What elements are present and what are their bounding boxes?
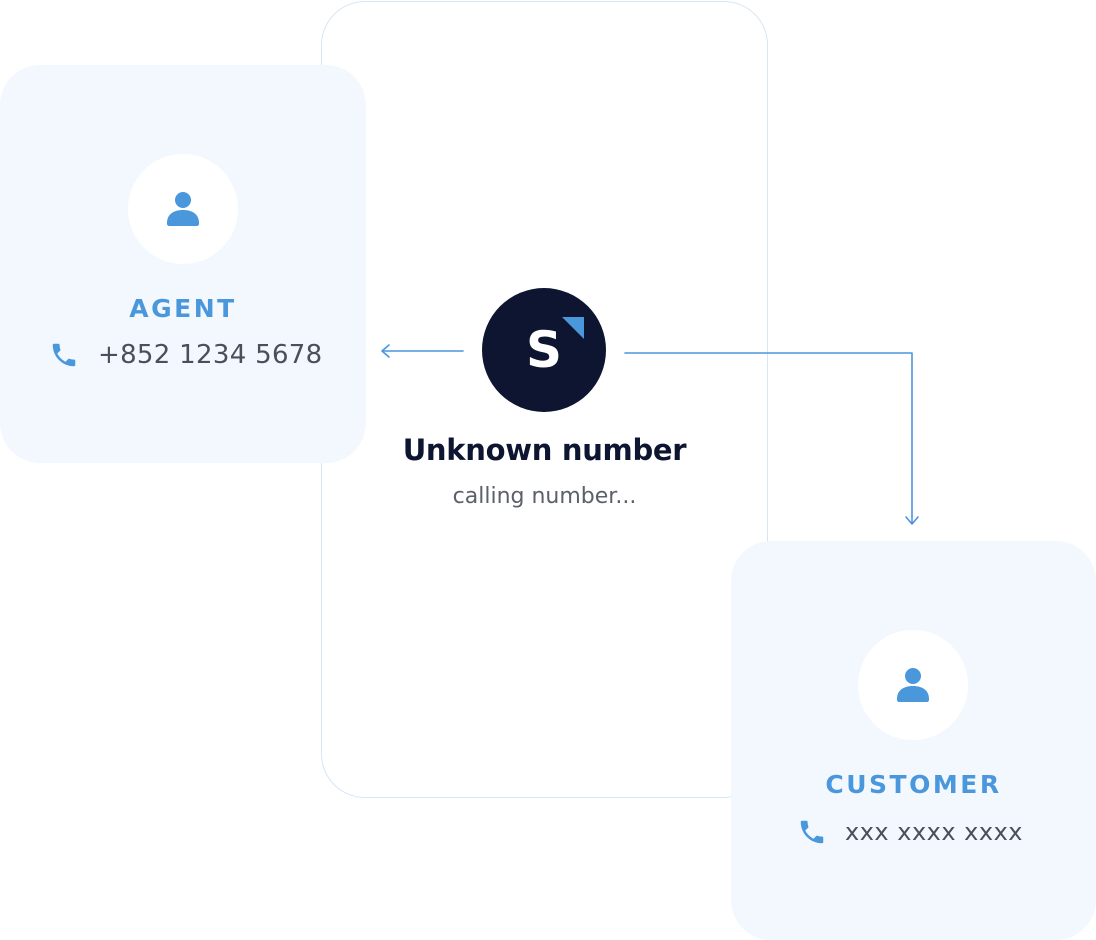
phone-icon	[47, 340, 81, 370]
customer-card: CUSTOMER xxx xxxx xxxx	[731, 541, 1096, 940]
caller-initial: S	[525, 321, 562, 379]
agent-avatar	[128, 154, 238, 264]
brand-corner-mark	[562, 317, 584, 339]
agent-label: AGENT	[129, 294, 237, 323]
agent-phone-number: +852 1234 5678	[98, 340, 323, 370]
agent-phone-row: +852 1234 5678	[47, 340, 322, 370]
customer-phone-number: xxx xxxx xxxx	[845, 818, 1023, 846]
agent-card: AGENT +852 1234 5678	[0, 65, 366, 463]
user-icon	[167, 192, 199, 226]
caller-name: Unknown number	[402, 433, 687, 467]
user-icon	[897, 668, 929, 702]
call-status: calling number...	[452, 484, 637, 509]
customer-phone-row: xxx xxxx xxxx	[795, 817, 1023, 847]
customer-avatar	[858, 630, 968, 740]
phone-icon	[795, 817, 829, 847]
arrow-to-customer	[624, 352, 919, 525]
caller-avatar: S	[482, 288, 606, 412]
arrow-to-agent	[381, 344, 464, 358]
customer-label: CUSTOMER	[825, 770, 1002, 799]
